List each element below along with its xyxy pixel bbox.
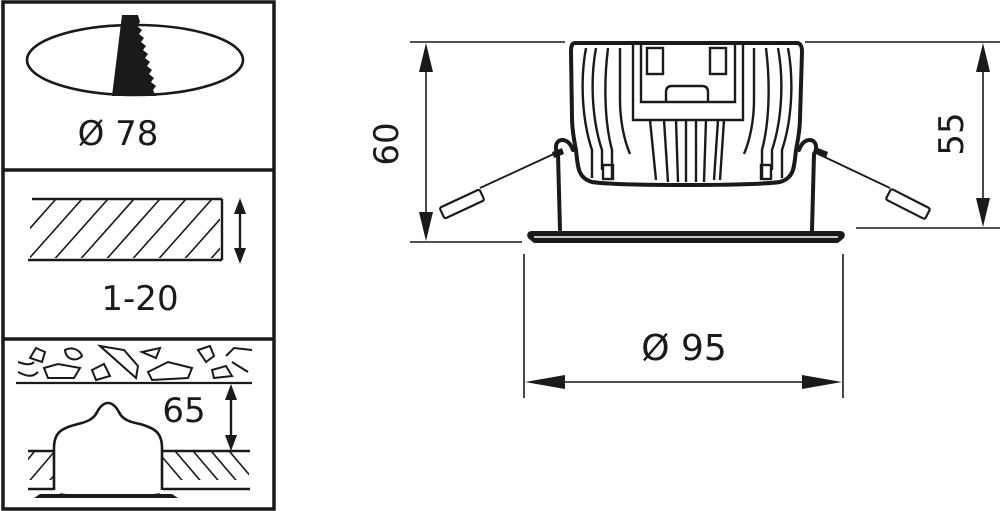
cutout-diameter-label: Ø 78 <box>78 114 159 154</box>
rubble-ceiling-void-icon <box>16 344 253 385</box>
recess-depth-label: 65 <box>162 391 205 431</box>
installation-panels: Ø 78 <box>1 0 276 511</box>
panels-frame <box>1 0 276 511</box>
dimension-flange-diameter: Ø 95 <box>523 254 844 398</box>
flange-diameter-label: Ø 95 <box>641 328 727 369</box>
ceiling-thickness-label: 1-20 <box>101 279 178 319</box>
dimension-body-height: 55 <box>805 41 1000 229</box>
spring-clip-left <box>439 138 575 232</box>
total-height-label: 60 <box>367 122 407 165</box>
luminaire-flange <box>527 231 845 243</box>
recess-depth-arrow-icon <box>225 384 237 451</box>
thickness-arrow-icon <box>234 198 246 264</box>
luminaire-side-view: 60 55 Ø 95 <box>367 41 1000 398</box>
ceiling-hatch-icon <box>28 449 250 491</box>
panel-cutout: Ø 78 <box>25 15 245 154</box>
saw-cutout-icon <box>25 15 245 97</box>
ceiling-board-icon <box>28 197 224 262</box>
panel-ceiling-thickness: 1-20 <box>28 197 246 319</box>
body-height-label: 55 <box>932 112 972 155</box>
spring-clip-right <box>797 138 931 232</box>
panel-recess-depth: 65 <box>16 344 253 498</box>
luminaire-body <box>569 41 804 187</box>
dimension-total-height: 60 <box>367 41 565 243</box>
recess-luminaire-icon <box>34 401 178 498</box>
